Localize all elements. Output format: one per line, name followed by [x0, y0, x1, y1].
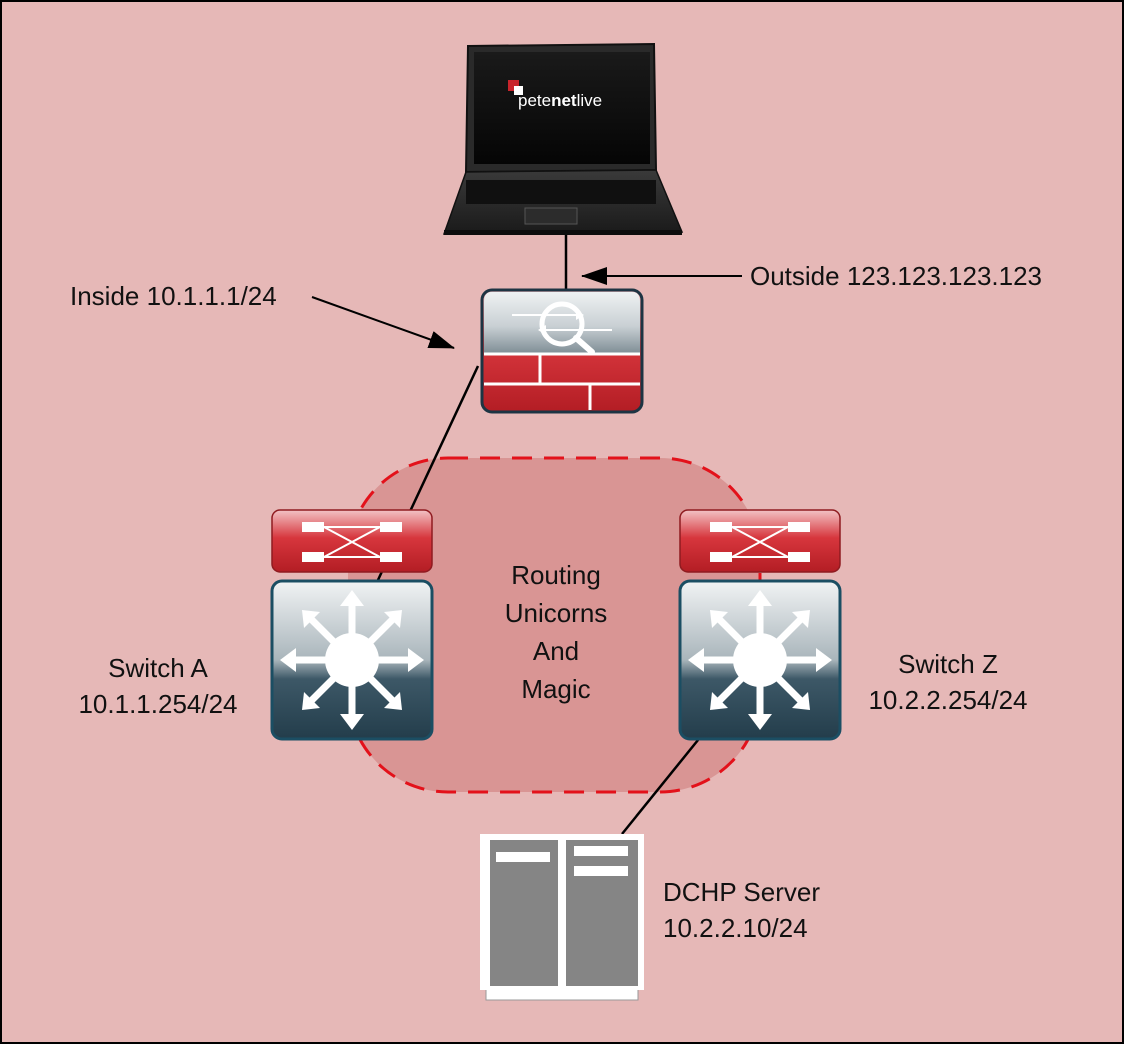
firewall-icon — [480, 288, 644, 414]
server-name: DCHP Server — [663, 877, 821, 907]
cloud-label-line-1: Routing — [511, 560, 601, 590]
routing-cloud-label: Routing Unicorns And Magic — [456, 556, 656, 708]
logo-text-net: net — [551, 91, 577, 110]
server-label: DCHP Server 10.2.2.10/24 — [663, 874, 820, 946]
logo-text-pete: pete — [518, 91, 551, 110]
logo-text-live: live — [577, 91, 603, 110]
switch-z-ip: 10.2.2.254/24 — [868, 685, 1028, 715]
outside-label: Outside 123.123.123.123 — [750, 261, 1043, 291]
switch-a-label: Switch A 10.1.1.254/24 — [48, 650, 268, 722]
switch-a-name: Switch A — [108, 653, 208, 683]
cloud-label-line-3: And — [532, 636, 580, 666]
switch-z-label: Switch Z 10.2.2.254/24 — [838, 646, 1058, 718]
link-switch-z-server — [621, 739, 699, 835]
inside-arrow — [311, 296, 455, 349]
switch-a-icon — [270, 509, 434, 741]
server-ip: 10.2.2.10/24 — [663, 913, 808, 943]
cloud-label-line-4: Magic — [521, 674, 591, 704]
server-icon — [480, 834, 644, 1001]
svg-text:petenetlive: petenetlive — [518, 91, 602, 110]
cloud-label-line-2: Unicorns — [504, 598, 608, 628]
switch-a-ip: 10.1.1.254/24 — [78, 689, 238, 719]
switch-z-name: Switch Z — [898, 649, 998, 679]
inside-label: Inside 10.1.1.1/24 — [70, 281, 277, 311]
switch-z-icon — [678, 509, 842, 741]
laptop-icon: petenetlive — [442, 42, 684, 235]
